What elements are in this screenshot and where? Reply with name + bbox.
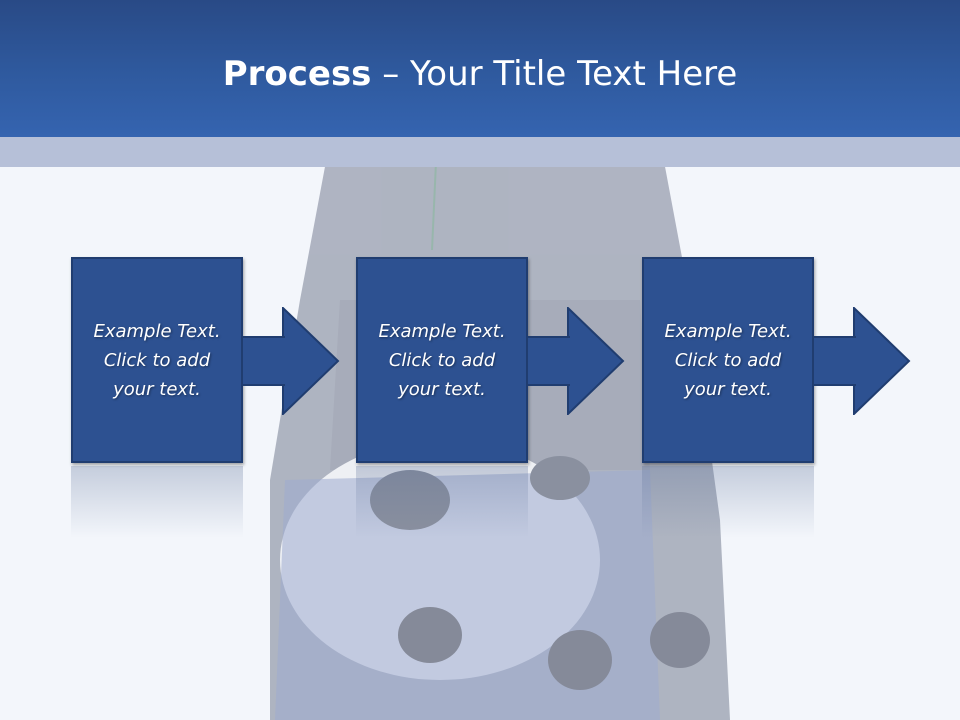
title-bold-part: Process bbox=[222, 54, 372, 94]
step-3-line-2: Click to add bbox=[674, 349, 782, 371]
connector-1 bbox=[243, 336, 285, 386]
step-2-line-2: Click to add bbox=[388, 349, 496, 371]
step-3-text: Example Text. Click to add your text. bbox=[653, 317, 803, 404]
process-step-2[interactable]: Example Text. Click to add your text. bbox=[356, 257, 528, 463]
step-1-line-2: Click to add bbox=[103, 349, 211, 371]
step-1-line-1: Example Text. bbox=[93, 320, 221, 342]
arrow-right-icon bbox=[282, 307, 340, 415]
slide-title[interactable]: Process – Your Title Text Here bbox=[0, 52, 960, 96]
step-2-line-3: your text. bbox=[398, 378, 486, 400]
process-step-3[interactable]: Example Text. Click to add your text. bbox=[642, 257, 814, 463]
step-1-text: Example Text. Click to add your text. bbox=[82, 317, 232, 404]
step-2-text: Example Text. Click to add your text. bbox=[367, 317, 517, 404]
arrow-right-icon bbox=[567, 307, 625, 415]
connector-2 bbox=[528, 336, 570, 386]
step-3-reflection bbox=[642, 466, 814, 538]
title-banner bbox=[0, 0, 960, 137]
step-2-reflection bbox=[356, 466, 528, 538]
connector-3 bbox=[814, 336, 856, 386]
title-underline-band bbox=[0, 137, 960, 167]
step-1-line-3: your text. bbox=[113, 378, 201, 400]
title-rest-part: – Your Title Text Here bbox=[371, 54, 738, 94]
step-3-line-3: your text. bbox=[684, 378, 772, 400]
step-1-reflection bbox=[71, 466, 243, 538]
arrow-right-icon bbox=[853, 307, 911, 415]
step-3-line-1: Example Text. bbox=[664, 320, 792, 342]
process-step-1[interactable]: Example Text. Click to add your text. bbox=[71, 257, 243, 463]
step-2-line-1: Example Text. bbox=[378, 320, 506, 342]
